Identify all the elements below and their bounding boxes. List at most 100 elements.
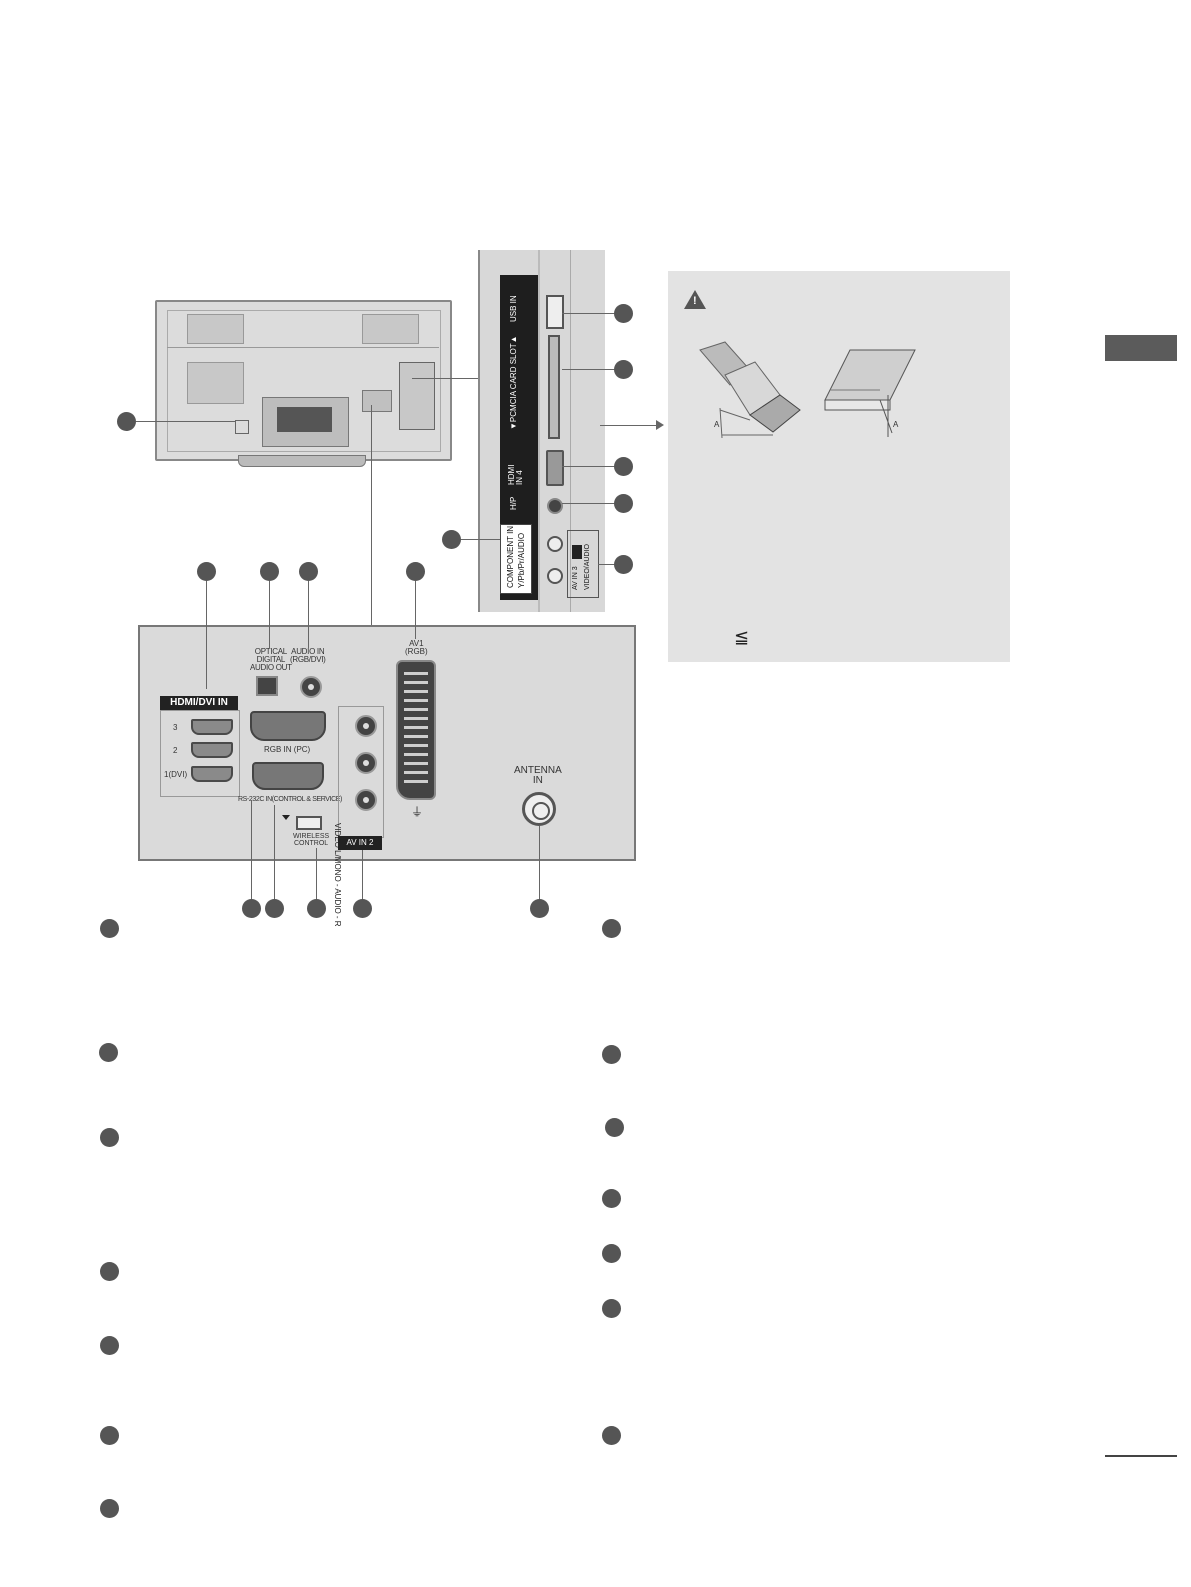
callout-dot bbox=[442, 530, 461, 549]
wireless-arrow bbox=[282, 815, 290, 820]
callout-dot bbox=[614, 304, 633, 323]
optical-port[interactable] bbox=[256, 676, 278, 696]
hp-label: H/P bbox=[509, 496, 518, 510]
list-item-dot bbox=[100, 1499, 119, 1518]
headphone-jack[interactable] bbox=[547, 498, 563, 514]
leader-line bbox=[371, 405, 372, 625]
antenna-label: ANTENNA IN bbox=[514, 765, 562, 786]
callout-dot bbox=[242, 899, 261, 918]
callout-line bbox=[206, 581, 207, 689]
warning-mark: ! bbox=[693, 295, 697, 307]
callout-line bbox=[415, 581, 416, 639]
tv-back-view bbox=[155, 300, 452, 461]
callout-line bbox=[136, 421, 236, 422]
callout-line bbox=[251, 800, 252, 900]
warning-icon bbox=[684, 290, 706, 309]
hdmi-port-label: 1(DVI) bbox=[164, 770, 188, 779]
callout-dot bbox=[265, 899, 284, 918]
callout-line bbox=[274, 805, 275, 900]
callout-line bbox=[269, 581, 270, 648]
av-in2-video-jack[interactable] bbox=[355, 715, 377, 737]
hdmi-header: HDMI/DVI IN bbox=[160, 696, 238, 710]
callout-line bbox=[562, 369, 615, 370]
hdmi4-label: HDMI IN 4 bbox=[507, 464, 524, 485]
callout-dot bbox=[307, 899, 326, 918]
callout-dot bbox=[530, 899, 549, 918]
rs232c-port[interactable] bbox=[252, 762, 324, 790]
hdmi-port-2[interactable] bbox=[191, 742, 233, 758]
av-in3-jack[interactable] bbox=[572, 545, 582, 559]
dimension-label-a-usb: A bbox=[893, 420, 899, 429]
component-rca-1[interactable] bbox=[547, 536, 563, 552]
antenna-port[interactable] bbox=[522, 792, 556, 826]
component-box bbox=[500, 524, 532, 594]
av1-symbol: ⏚ bbox=[411, 805, 424, 819]
list-item-dot bbox=[605, 1118, 624, 1137]
optical-label: OPTICAL DIGITAL AUDIO OUT bbox=[250, 647, 292, 672]
usb-stick-illustration bbox=[824, 349, 916, 437]
callout-line bbox=[362, 850, 363, 900]
callout-line bbox=[562, 503, 615, 504]
list-item-dot bbox=[602, 1426, 621, 1445]
list-item-dot bbox=[602, 1244, 621, 1263]
component-sub-label: Y/Pb/Pr/AUDIO bbox=[517, 532, 526, 588]
cable-note-box bbox=[668, 271, 1010, 662]
rgb-in-port[interactable] bbox=[250, 711, 326, 741]
callout-line bbox=[598, 564, 615, 565]
list-item-dot bbox=[100, 1336, 119, 1355]
hdmi-port-label: 3 bbox=[173, 723, 178, 732]
callout-dot bbox=[197, 562, 216, 581]
hdmi-port-1-dvi[interactable] bbox=[191, 766, 233, 782]
pcmcia-label: ▼PCMCIA CARD SLOT▲ bbox=[509, 335, 518, 430]
pcmcia-slot[interactable] bbox=[548, 335, 560, 439]
chapter-tab bbox=[1105, 335, 1177, 361]
callout-dot bbox=[614, 457, 633, 476]
dimension-label-a: A bbox=[714, 420, 720, 429]
audio-in-label: AUDIO IN (RGB/DVI) bbox=[290, 647, 326, 664]
callout-line bbox=[562, 466, 615, 467]
av-in3-sub-label: VIDEO/AUDIO bbox=[584, 544, 591, 590]
tv-stand bbox=[238, 455, 366, 467]
usb-port[interactable] bbox=[546, 295, 564, 329]
callout-dot bbox=[117, 412, 136, 431]
hdmi4-port[interactable] bbox=[546, 450, 564, 486]
rs232c-label: RS-232C IN(CONTROL & SERVICE) bbox=[238, 796, 342, 803]
leader-line bbox=[412, 378, 512, 379]
callout-dot bbox=[260, 562, 279, 581]
list-item-dot bbox=[602, 1189, 621, 1208]
av-in2-label: AV IN 2 bbox=[338, 836, 382, 850]
callout-dot bbox=[614, 360, 633, 379]
callout-dot bbox=[614, 555, 633, 574]
av1-label: AV1 (RGB) bbox=[405, 639, 428, 656]
callout-dot bbox=[614, 494, 633, 513]
arrow-line bbox=[600, 425, 658, 426]
callout-dot bbox=[299, 562, 318, 581]
hdmi-port-label: 2 bbox=[173, 746, 178, 755]
page-number-rule bbox=[1105, 1455, 1177, 1457]
av1-scart-port[interactable] bbox=[396, 660, 436, 800]
callout-line bbox=[539, 826, 540, 900]
leq-symbol: ≦ bbox=[734, 627, 750, 647]
hdmi-port-3[interactable] bbox=[191, 719, 233, 735]
audio-in-jack[interactable] bbox=[300, 676, 322, 698]
callout-dot bbox=[353, 899, 372, 918]
component-rca-2[interactable] bbox=[547, 568, 563, 584]
callout-line bbox=[460, 539, 500, 540]
usb-label: USB IN bbox=[509, 295, 518, 322]
av-in2-audio-r-jack[interactable] bbox=[355, 789, 377, 811]
wireless-label: WIRELESS CONTROL bbox=[293, 833, 330, 847]
list-item-dot bbox=[100, 1262, 119, 1281]
hdmi-group-frame bbox=[160, 710, 240, 797]
list-item-dot bbox=[100, 1128, 119, 1147]
list-item-dot bbox=[602, 1299, 621, 1318]
list-item-dot bbox=[100, 919, 119, 938]
av-in3-label: AV IN 3 bbox=[572, 566, 579, 590]
hdmi-cable-illustration bbox=[699, 341, 801, 439]
list-item-dot bbox=[602, 919, 621, 938]
list-item-dot bbox=[100, 1426, 119, 1445]
av-in2-audio-l-jack[interactable] bbox=[355, 752, 377, 774]
wireless-control-port[interactable] bbox=[296, 816, 322, 830]
component-label: COMPONENT IN bbox=[506, 525, 515, 588]
callout-line bbox=[316, 848, 317, 900]
callout-dot bbox=[406, 562, 425, 581]
